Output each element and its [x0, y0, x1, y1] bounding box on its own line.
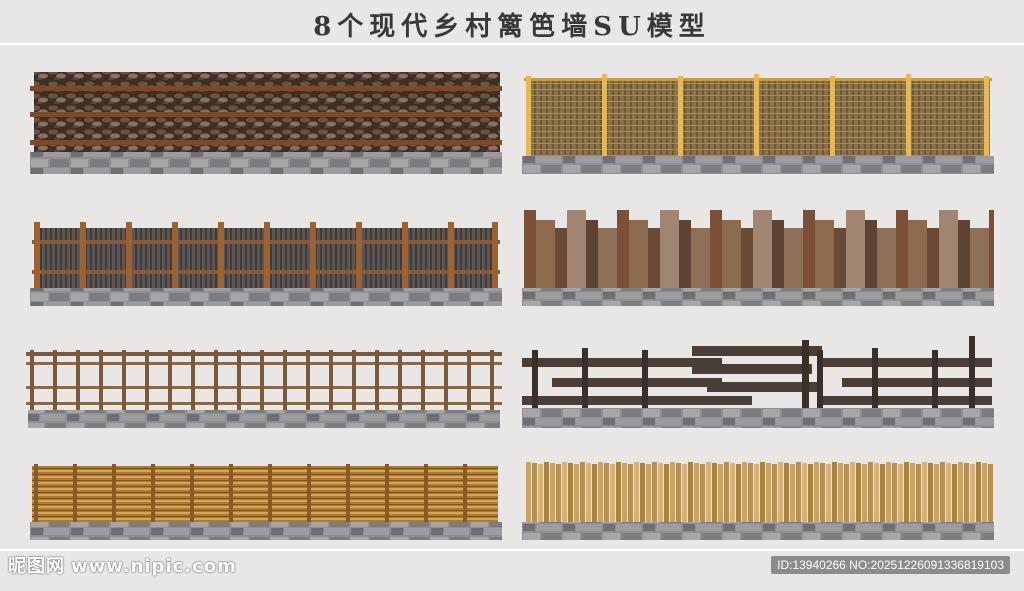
fence-rustic-plank[interactable]: [522, 210, 994, 306]
watermark-brand: 昵图网 www.nipic.com: [8, 552, 237, 578]
watermark-site: www.nipic.com: [71, 556, 237, 577]
fence-reed-screen[interactable]: [522, 74, 994, 174]
watermark-id: ID:13940266 NO:20251226091336819103: [771, 556, 1010, 574]
fence-slat-screen[interactable]: [30, 220, 502, 306]
top-divider: [0, 43, 1024, 45]
bottom-divider: [0, 549, 1024, 551]
watermark-brand-text: 昵图网: [8, 556, 65, 577]
fence-woven-bamboo[interactable]: [30, 464, 502, 540]
fence-bamboo-rail[interactable]: [26, 350, 502, 428]
page-title: 8个现代乡村篱笆墙SU模型: [313, 12, 711, 42]
fence-woven-branch[interactable]: [30, 68, 502, 174]
fence-picket-bamboo[interactable]: [522, 460, 994, 540]
fence-split-rail[interactable]: [522, 336, 994, 428]
